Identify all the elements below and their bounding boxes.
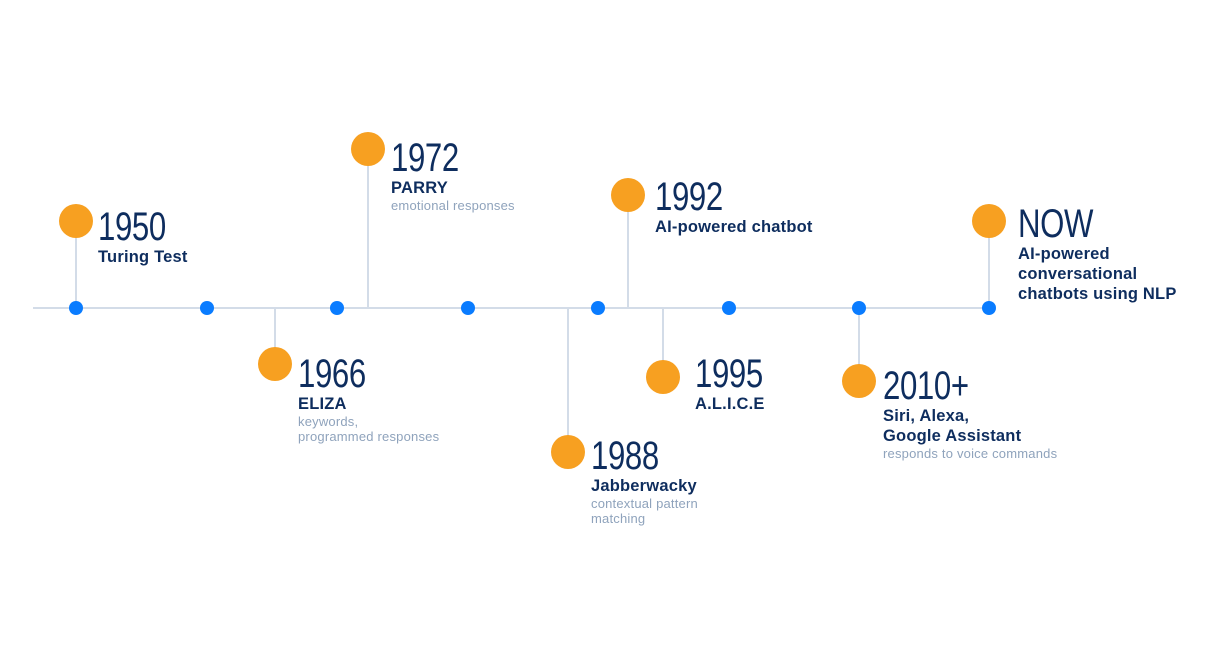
connector-1950	[75, 221, 77, 308]
event-description: matching	[591, 511, 646, 526]
event-year: NOW	[1018, 202, 1094, 246]
event-2010: 2010+ Siri, Alexa, Google Assistant resp…	[883, 366, 1057, 461]
tick-dot	[461, 301, 475, 315]
event-description: programmed responses	[298, 429, 440, 444]
connector-1966	[274, 308, 276, 364]
event-1972: 1972 PARRY emotional responses	[391, 138, 515, 213]
event-year: 1988	[591, 434, 659, 478]
event-description: responds to voice commands	[883, 446, 1058, 461]
tick-dot	[69, 301, 83, 315]
event-title: PARRY	[391, 179, 448, 197]
event-title: Jabberwacky	[591, 477, 697, 495]
event-1988: 1988 Jabberwacky contextual pattern matc…	[591, 436, 698, 526]
event-year: 2010+	[883, 364, 969, 408]
event-marker-1992	[611, 178, 645, 212]
connector-1992	[627, 195, 629, 308]
event-1995: 1995 A.L.I.C.E	[695, 354, 782, 414]
tick-dot	[591, 301, 605, 315]
tick-dot	[852, 301, 866, 315]
connector-1972	[367, 149, 369, 308]
event-year: 1950	[98, 205, 166, 249]
tick-dot	[330, 301, 344, 315]
event-title: AI-powered chatbot	[655, 218, 813, 236]
event-title: Google Assistant	[883, 427, 1022, 445]
event-marker-1972	[351, 132, 385, 166]
tick-dot	[200, 301, 214, 315]
event-now: NOW AI-powered conversational chatbots u…	[1018, 204, 1177, 304]
event-1950: 1950 Turing Test	[98, 207, 188, 267]
event-year: 1992	[655, 175, 723, 219]
event-title: ELIZA	[298, 395, 347, 413]
event-year: 1995	[695, 352, 763, 396]
event-description: keywords,	[298, 414, 359, 429]
event-1992: 1992 AI-powered chatbot	[655, 177, 813, 237]
connector-2010	[858, 308, 860, 381]
connector-1995	[662, 308, 664, 377]
event-description: contextual pattern	[591, 496, 698, 511]
event-marker-1995	[646, 360, 680, 394]
event-title: chatbots using NLP	[1018, 285, 1177, 303]
event-marker-now	[972, 204, 1006, 238]
event-marker-1988	[551, 435, 585, 469]
timeline-axis-line	[33, 307, 990, 309]
event-year: 1966	[298, 352, 366, 396]
connector-1988	[567, 308, 569, 452]
event-title: Turing Test	[98, 248, 188, 266]
event-1966: 1966 ELIZA keywords, programmed response…	[298, 354, 439, 444]
connector-now	[988, 221, 990, 308]
tick-dot	[982, 301, 996, 315]
event-description: emotional responses	[391, 198, 515, 213]
event-title: A.L.I.C.E	[695, 395, 765, 413]
event-marker-1966	[258, 347, 292, 381]
event-title: AI-powered	[1018, 245, 1110, 263]
event-marker-1950	[59, 204, 93, 238]
event-marker-2010	[842, 364, 876, 398]
tick-dot	[722, 301, 736, 315]
event-title: Siri, Alexa,	[883, 407, 970, 425]
event-year: 1972	[391, 136, 459, 180]
event-title: conversational	[1018, 265, 1138, 283]
